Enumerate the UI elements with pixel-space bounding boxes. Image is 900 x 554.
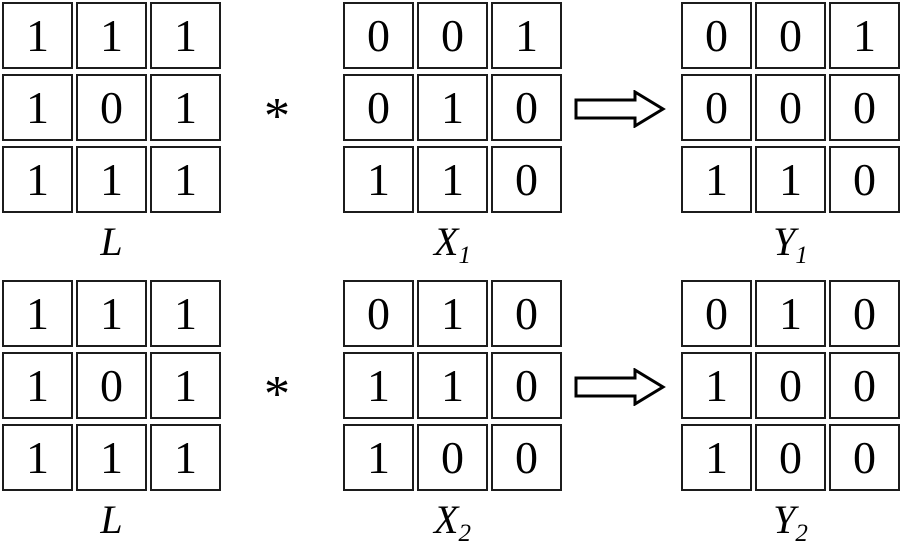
matrix-cell: 1 bbox=[76, 280, 147, 347]
matrix-cell: 0 bbox=[491, 146, 562, 213]
matrix-cell: 1 bbox=[150, 280, 221, 347]
matrix-label: X1 bbox=[343, 219, 562, 269]
matrix-label: Y1 bbox=[681, 219, 900, 269]
matrix-label-base: L bbox=[100, 497, 123, 542]
matrix-cell: 0 bbox=[417, 424, 488, 491]
matrix-label-base: Y bbox=[773, 497, 796, 542]
arrow-right-icon bbox=[574, 90, 666, 128]
matrix-label-base: Y bbox=[773, 219, 796, 264]
matrix-cell: 0 bbox=[76, 352, 147, 419]
matrix-grid: 0 0 1 0 0 0 1 1 0 bbox=[681, 2, 900, 213]
matrix-label-subscript: 1 bbox=[795, 241, 808, 269]
matrix-cell: 1 bbox=[343, 146, 414, 213]
input-matrix: 0 1 0 1 1 0 1 0 0 X2 bbox=[343, 280, 562, 547]
matrix-cell: 1 bbox=[2, 352, 73, 419]
convolution-operator: * bbox=[264, 366, 290, 423]
matrix-grid: 0 1 0 1 0 0 1 0 0 bbox=[681, 280, 900, 491]
matrix-cell: 1 bbox=[755, 280, 826, 347]
matrix-cell: 1 bbox=[76, 424, 147, 491]
matrix-cell: 1 bbox=[417, 146, 488, 213]
matrix-cell: 1 bbox=[150, 2, 221, 69]
matrix-cell: 1 bbox=[2, 280, 73, 347]
matrix-cell: 1 bbox=[417, 280, 488, 347]
matrix-label-base: X bbox=[434, 219, 459, 264]
kernel-matrix: 1 1 1 1 0 1 1 1 1 L bbox=[2, 2, 221, 266]
matrix-cell: 0 bbox=[829, 146, 900, 213]
matrix-cell: 0 bbox=[829, 424, 900, 491]
matrix-cell: 1 bbox=[150, 424, 221, 491]
matrix-cell: 0 bbox=[76, 74, 147, 141]
matrix-cell: 1 bbox=[681, 352, 752, 419]
matrix-cell: 1 bbox=[343, 352, 414, 419]
matrix-label-subscript: 1 bbox=[458, 241, 471, 269]
matrix-cell: 1 bbox=[417, 352, 488, 419]
matrix-cell: 0 bbox=[343, 2, 414, 69]
matrix-cell: 0 bbox=[343, 280, 414, 347]
matrix-cell: 1 bbox=[417, 74, 488, 141]
matrix-cell: 1 bbox=[343, 424, 414, 491]
output-matrix: 0 0 1 0 0 0 1 1 0 Y1 bbox=[681, 2, 900, 269]
matrix-label: L bbox=[2, 220, 221, 266]
matrix-cell: 0 bbox=[491, 280, 562, 347]
matrix-cell: 0 bbox=[829, 280, 900, 347]
matrix-cell: 1 bbox=[681, 424, 752, 491]
matrix-label-base: X bbox=[434, 497, 459, 542]
arrow-right-icon bbox=[574, 368, 666, 406]
matrix-cell: 0 bbox=[755, 74, 826, 141]
matrix-label: L bbox=[2, 498, 221, 544]
matrix-cell: 0 bbox=[755, 352, 826, 419]
matrix-grid: 1 1 1 1 0 1 1 1 1 bbox=[2, 2, 221, 213]
matrix-cell: 1 bbox=[2, 424, 73, 491]
matrix-label: Y2 bbox=[681, 497, 900, 547]
matrix-cell: 1 bbox=[491, 2, 562, 69]
matrix-cell: 0 bbox=[681, 2, 752, 69]
matrix-cell: 1 bbox=[2, 146, 73, 213]
matrix-label-subscript: 2 bbox=[458, 519, 471, 547]
matrix-cell: 1 bbox=[2, 74, 73, 141]
matrix-cell: 0 bbox=[755, 2, 826, 69]
convolution-operator: * bbox=[264, 88, 290, 145]
matrix-cell: 0 bbox=[491, 424, 562, 491]
matrix-label-subscript: 2 bbox=[795, 519, 808, 547]
matrix-cell: 0 bbox=[755, 424, 826, 491]
matrix-cell: 0 bbox=[829, 352, 900, 419]
matrix-grid: 1 1 1 1 0 1 1 1 1 bbox=[2, 280, 221, 491]
matrix-cell: 1 bbox=[829, 2, 900, 69]
matrix-cell: 1 bbox=[755, 146, 826, 213]
matrix-cell: 1 bbox=[150, 74, 221, 141]
input-matrix: 0 0 1 0 1 0 1 1 0 X1 bbox=[343, 2, 562, 269]
matrix-cell: 1 bbox=[150, 352, 221, 419]
matrix-cell: 1 bbox=[76, 2, 147, 69]
matrix-cell: 0 bbox=[417, 2, 488, 69]
output-matrix: 0 1 0 1 0 0 1 0 0 Y2 bbox=[681, 280, 900, 547]
matrix-grid: 0 1 0 1 1 0 1 0 0 bbox=[343, 280, 562, 491]
matrix-cell: 0 bbox=[491, 352, 562, 419]
matrix-cell: 1 bbox=[150, 146, 221, 213]
matrix-label-base: L bbox=[100, 219, 123, 264]
matrix-cell: 1 bbox=[681, 146, 752, 213]
matrix-cell: 1 bbox=[2, 2, 73, 69]
kernel-matrix: 1 1 1 1 0 1 1 1 1 L bbox=[2, 280, 221, 544]
matrix-cell: 0 bbox=[491, 74, 562, 141]
matrix-label: X2 bbox=[343, 497, 562, 547]
matrix-cell: 0 bbox=[343, 74, 414, 141]
matrix-grid: 0 0 1 0 1 0 1 1 0 bbox=[343, 2, 562, 213]
matrix-cell: 0 bbox=[681, 280, 752, 347]
matrix-cell: 0 bbox=[829, 74, 900, 141]
matrix-cell: 1 bbox=[76, 146, 147, 213]
matrix-cell: 0 bbox=[681, 74, 752, 141]
